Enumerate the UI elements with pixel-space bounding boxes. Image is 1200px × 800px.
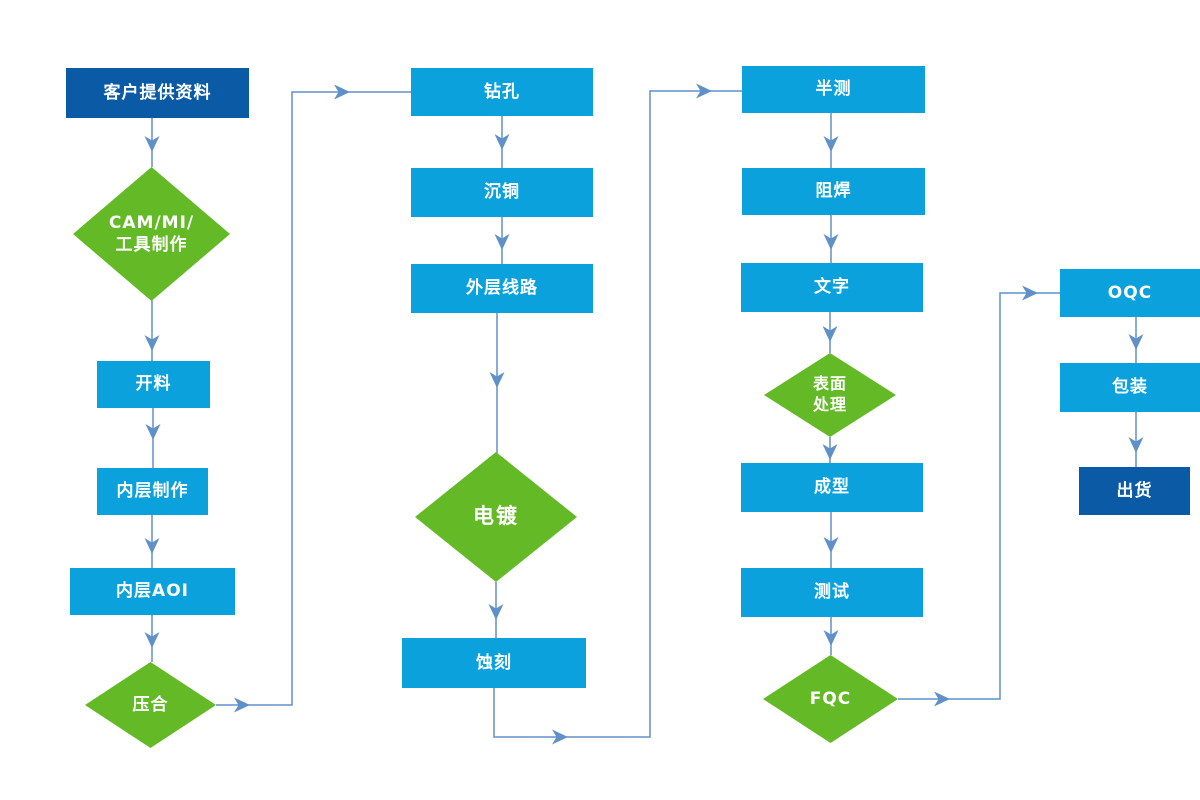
connector-surface-finish-to-forming (822, 437, 838, 463)
node-half-test: 半测 (742, 66, 925, 113)
connector-cutting-to-inner-layer (145, 408, 161, 468)
node-plating-label: 电镀 (473, 504, 519, 529)
connector-outer-to-plating (489, 313, 505, 453)
connector-customer-to-cam (144, 118, 160, 167)
connector-copper-to-outer (494, 217, 510, 264)
connector-fqc-to-oqc (898, 285, 1060, 707)
node-cutting-label: 开料 (135, 374, 172, 395)
node-cam-mi-tooling-label-line1: CAM/MI/ (108, 212, 195, 233)
connector-inner-aoi-to-lamination (144, 615, 160, 662)
node-etching: 蚀刻 (402, 638, 586, 688)
connector-testing-to-fqc (823, 617, 839, 655)
node-drilling-label: 钻孔 (484, 81, 520, 102)
node-cutting: 开料 (97, 361, 210, 408)
node-cam-mi-tooling-label-line2: 工具制作 (115, 235, 188, 255)
node-inner-aoi: 内层AOI (70, 568, 235, 615)
node-solder-mask: 阻焊 (742, 168, 925, 215)
node-oqc: OQC (1060, 269, 1200, 317)
node-solder-mask-label: 阻焊 (815, 181, 852, 202)
connector-packaging-to-shipping (1128, 412, 1144, 467)
node-inner-layer-label: 内层制作 (116, 481, 189, 502)
connector-solder-mask-to-legend (823, 215, 839, 263)
node-customer-data-label: 客户提供资料 (103, 82, 212, 103)
node-packaging: 包装 (1060, 363, 1200, 412)
node-shipping-label: 出货 (1116, 480, 1153, 501)
node-shipping: 出货 (1079, 467, 1190, 515)
node-legend-printing: 文字 (741, 263, 923, 312)
node-forming: 成型 (741, 463, 923, 512)
node-drilling: 钻孔 (411, 68, 593, 116)
node-packaging-label: 包装 (1112, 377, 1148, 398)
connector-etching-to-half-test (493, 83, 742, 745)
node-inner-aoi-label: 内层AOI (116, 581, 189, 602)
connector-lamination-to-drilling (216, 84, 411, 713)
connector-inner-layer-to-inner-aoi (144, 515, 160, 568)
node-surface-finish-label-line2: 处理 (812, 395, 847, 414)
connector-forming-to-testing (823, 512, 839, 568)
node-outer-layer-circuit: 外层线路 (411, 264, 593, 313)
node-forming-label: 成型 (814, 477, 850, 498)
node-testing: 测试 (741, 568, 923, 617)
node-inner-layer: 内层制作 (97, 468, 208, 515)
connector-oqc-to-packaging (1128, 317, 1144, 363)
node-copper-deposition-label: 沉铜 (484, 182, 520, 203)
connector-plating-to-etching (488, 582, 504, 638)
node-copper-deposition: 沉铜 (411, 168, 593, 217)
node-customer-data: 客户提供资料 (66, 68, 249, 118)
node-surface-finish-label-line1: 表面 (812, 374, 847, 394)
connector-cam-to-cutting (144, 300, 160, 361)
node-legend-printing-label: 文字 (814, 277, 850, 298)
connector-drilling-to-copper (494, 116, 510, 168)
node-lamination-label: 压合 (132, 694, 169, 715)
node-half-test-label: 半测 (815, 79, 852, 100)
connector-legend-to-surface-finish (822, 312, 838, 353)
connector-half-test-to-solder-mask (823, 113, 839, 168)
node-etching-label: 蚀刻 (476, 652, 512, 673)
node-outer-layer-circuit-label: 外层线路 (466, 278, 538, 299)
node-testing-label: 测试 (814, 582, 850, 603)
node-fqc-label: FQC (809, 688, 852, 709)
node-oqc-label: OQC (1107, 282, 1153, 303)
